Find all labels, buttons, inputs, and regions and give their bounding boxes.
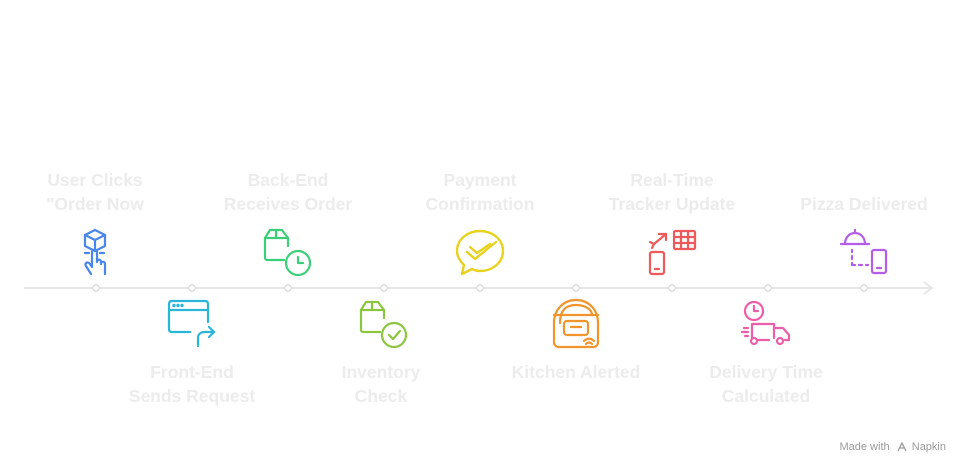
cloche-phone-icon	[834, 222, 894, 282]
step-label-line: Kitchen Alerted	[511, 362, 641, 382]
box-check-icon	[354, 294, 414, 354]
timeline-dot-kitchen	[572, 284, 580, 292]
step-label-line: Delivery Time	[709, 362, 823, 382]
step-label-line: Sends Request	[128, 386, 256, 406]
step-label-line: User Clicks	[47, 170, 143, 190]
step-label: Back-End Receives Order	[188, 168, 388, 216]
step-label-line: Pizza Delivered	[800, 194, 928, 214]
timeline-dot-inventory	[380, 284, 388, 292]
step-label-line: Receives Order	[223, 194, 353, 214]
step-payment: Payment Confirmation	[380, 168, 580, 216]
timeline-dot-payment	[476, 284, 484, 292]
step-label: User Clicks "Order Now	[0, 168, 195, 216]
phone-sync-grid-icon	[642, 222, 702, 282]
step-label: Pizza Delivered	[764, 192, 960, 216]
step-label-line: Inventory	[341, 362, 421, 382]
timeline-dot-front-end	[188, 284, 196, 292]
timeline-dot-user-clicks	[92, 284, 100, 292]
step-kitchen: Kitchen Alerted	[476, 360, 676, 384]
step-label-line: Confirmation	[425, 194, 535, 214]
step-label-line: Tracker Update	[608, 194, 736, 214]
step-inventory: Inventory Check	[281, 360, 481, 408]
step-label: Delivery Time Calculated	[666, 360, 866, 408]
napkin-logo-icon	[897, 442, 907, 452]
step-label: Front-End Sends Request	[92, 360, 292, 408]
step-label-line: "Order Now	[46, 194, 144, 214]
timeline-dot-tracker	[668, 284, 676, 292]
step-user-clicks: User Clicks "Order Now	[0, 168, 195, 216]
touch-cube-icon	[66, 222, 126, 282]
step-label: Kitchen Alerted	[476, 360, 676, 384]
step-label: Real-Time Tracker Update	[572, 168, 772, 216]
step-delivery-time: Delivery Time Calculated	[666, 360, 866, 408]
step-label-line: Check	[354, 386, 408, 406]
napkin-watermark[interactable]: Made with Napkin	[839, 441, 946, 453]
step-label: Payment Confirmation	[380, 168, 580, 216]
timeline-dot-back-end	[284, 284, 292, 292]
oven-alert-icon	[546, 294, 606, 354]
timeline-dot-delivery-time	[764, 284, 772, 292]
watermark-brand: Napkin	[911, 441, 946, 454]
watermark-prefix: Made with	[839, 441, 890, 454]
timeline-dot-delivered	[860, 284, 868, 292]
step-delivered: Pizza Delivered	[764, 192, 960, 216]
browser-forward-icon	[162, 294, 222, 354]
step-label-line: Front-End	[150, 362, 234, 382]
truck-clock-icon	[738, 294, 798, 354]
chat-check-icon	[450, 222, 510, 282]
step-label-line: Real-Time	[630, 170, 714, 190]
step-label-line: Back-End	[247, 170, 329, 190]
step-label: Inventory Check	[281, 360, 481, 408]
timeline-arrowhead	[923, 281, 934, 295]
step-back-end: Back-End Receives Order	[188, 168, 388, 216]
box-clock-icon	[258, 222, 318, 282]
step-front-end: Front-End Sends Request	[92, 360, 292, 408]
step-label-line: Payment	[443, 170, 517, 190]
step-label-line: Calculated	[721, 386, 811, 406]
step-tracker: Real-Time Tracker Update	[572, 168, 772, 216]
